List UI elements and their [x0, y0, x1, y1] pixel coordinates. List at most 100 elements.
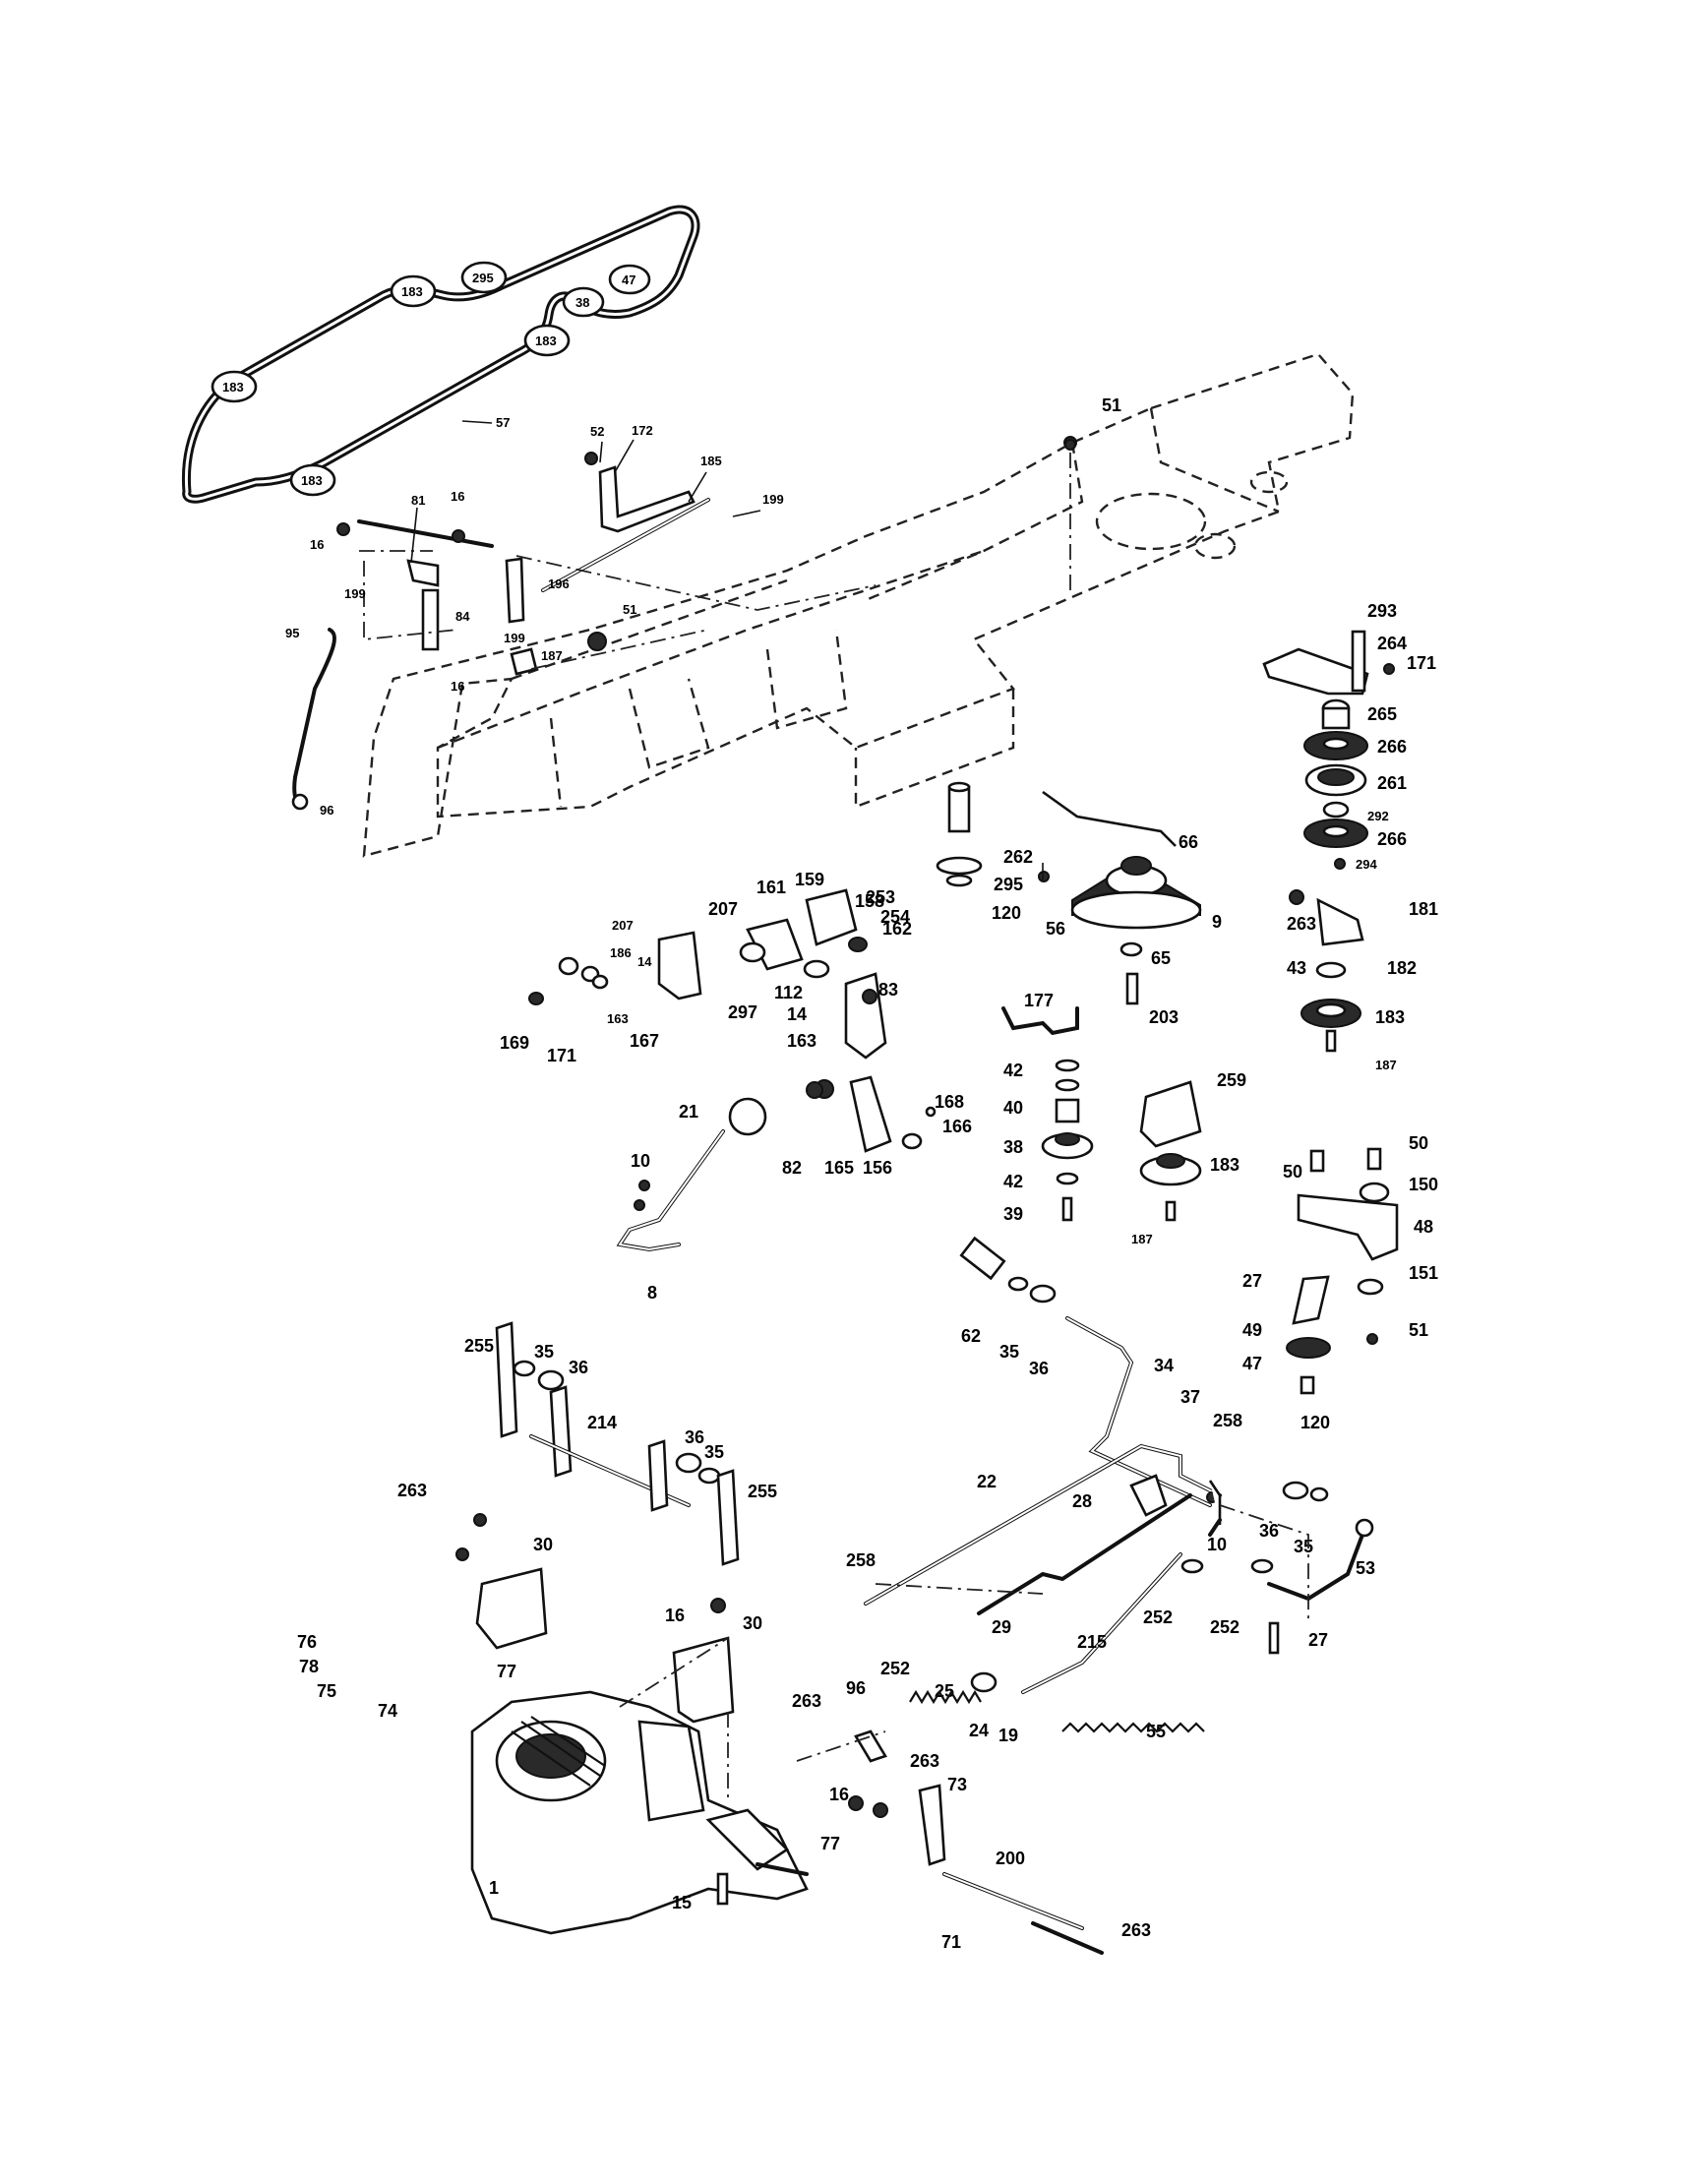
callout-168: 168 [935, 1092, 964, 1112]
callout-258-a: 258 [1213, 1411, 1242, 1430]
callout-186: 186 [610, 945, 632, 960]
callout-263-d: 263 [910, 1751, 939, 1771]
callout-75: 75 [317, 1681, 336, 1701]
svg-text:38: 38 [575, 295, 589, 310]
callout-165: 165 [824, 1158, 854, 1178]
callout-258-b: 258 [846, 1550, 876, 1570]
transaxle [470, 1690, 809, 1935]
callout-95: 95 [285, 626, 299, 640]
callout-150: 150 [1409, 1175, 1438, 1194]
callout-37: 37 [1180, 1387, 1200, 1407]
callout-14-b: 14 [787, 1004, 807, 1024]
callout-255-a: 255 [464, 1336, 494, 1356]
callout-252-a: 252 [1143, 1608, 1173, 1627]
callout-120-b: 120 [1300, 1413, 1330, 1432]
svg-text:183: 183 [301, 473, 323, 488]
callout-297: 297 [728, 1002, 757, 1022]
callout-16-d: 16 [665, 1606, 685, 1625]
callout-263-b: 263 [397, 1481, 427, 1500]
callout-183-e: 183 [1375, 1007, 1405, 1027]
callout-203: 203 [1149, 1007, 1179, 1027]
belt-pulley-295: 295 [460, 261, 508, 294]
callout-82: 82 [782, 1158, 802, 1178]
tractor-frame [362, 352, 1355, 858]
shift-linkage [291, 436, 1077, 811]
callout-36-b: 36 [569, 1358, 588, 1377]
callout-34: 34 [1154, 1356, 1174, 1375]
callout-112: 112 [774, 983, 803, 1002]
belt-pulley-183-bottom: 183 [289, 463, 336, 497]
callout-292: 292 [1367, 809, 1389, 823]
callout-200: 200 [996, 1849, 1025, 1868]
callout-255-b: 255 [748, 1482, 777, 1501]
callout-259: 259 [1217, 1070, 1246, 1090]
callout-263-c: 263 [792, 1691, 821, 1711]
callout-295: 295 [994, 875, 1023, 894]
callout-262: 262 [1003, 847, 1033, 867]
callout-29: 29 [992, 1617, 1011, 1637]
control-shafts [864, 1236, 1374, 1694]
callout-163-a: 163 [607, 1011, 629, 1026]
callout-22: 22 [977, 1472, 997, 1491]
callout-74: 74 [378, 1701, 397, 1721]
dashed-links-upper [359, 453, 1071, 670]
callout-50-b: 50 [1409, 1133, 1428, 1153]
callout-52: 52 [590, 424, 604, 439]
callout-10-b: 10 [1207, 1535, 1227, 1554]
idler-stack [1064, 439, 1395, 870]
callout-266-b: 266 [1377, 829, 1407, 849]
callout-252-c: 252 [880, 1659, 910, 1678]
drive-belt [181, 205, 700, 504]
callout-214: 214 [587, 1413, 617, 1432]
belt-pulley-183-mid: 183 [523, 324, 571, 357]
callout-56: 56 [1046, 919, 1065, 939]
callout-49: 49 [1242, 1320, 1262, 1340]
callout-171-b: 171 [547, 1046, 576, 1065]
callout-156: 156 [863, 1158, 892, 1178]
callout-47: 47 [1242, 1354, 1262, 1373]
callout-35-a: 35 [999, 1342, 1019, 1362]
callout-30-a: 30 [533, 1535, 553, 1554]
callout-196: 196 [548, 576, 570, 591]
callout-96-b: 96 [846, 1678, 866, 1698]
svg-text:183: 183 [222, 380, 244, 394]
callout-43: 43 [1287, 958, 1306, 978]
callout-77-a: 77 [497, 1662, 516, 1681]
dashed-links-lower [619, 1504, 1309, 1800]
callout-151: 151 [1409, 1263, 1438, 1283]
callout-294: 294 [1356, 857, 1377, 872]
callout-265: 265 [1367, 704, 1397, 724]
callout-36-a: 36 [1029, 1359, 1049, 1378]
callout-215: 215 [1077, 1632, 1107, 1652]
callout-266-a: 266 [1377, 737, 1407, 757]
callout-167: 167 [630, 1031, 659, 1051]
center-pulley-group [936, 781, 1364, 1053]
callout-253: 253 [866, 887, 895, 907]
callout-35-c: 35 [704, 1442, 724, 1462]
belt-pulley-38: 38 [562, 286, 605, 318]
callout-27-b: 27 [1308, 1630, 1328, 1650]
belt-pulley-183-left: 183 [211, 370, 258, 403]
brake-lever [616, 1075, 937, 1252]
callout-51-c: 51 [1409, 1320, 1428, 1340]
callout-16-e: 16 [829, 1785, 849, 1804]
callout-177: 177 [1024, 991, 1054, 1010]
callout-65: 65 [1151, 948, 1171, 968]
callout-252-b: 252 [1210, 1617, 1240, 1637]
callout-261: 261 [1377, 773, 1407, 793]
callout-14-a: 14 [637, 954, 652, 969]
callout-84: 84 [455, 609, 470, 624]
belt-pulley-183-top: 183 [390, 274, 437, 308]
callout-21: 21 [679, 1102, 698, 1122]
callout-51-b: 51 [1102, 395, 1121, 415]
callout-187-b: 187 [1375, 1058, 1397, 1072]
callout-76: 76 [297, 1632, 317, 1652]
callout-169: 169 [500, 1033, 529, 1053]
callout-27-a: 27 [1242, 1271, 1262, 1291]
svg-text:295: 295 [472, 271, 494, 285]
belt-pulley-47: 47 [608, 264, 651, 295]
callout-166: 166 [942, 1117, 972, 1136]
callout-96-a: 96 [320, 803, 333, 818]
callout-263-a: 263 [1287, 914, 1316, 934]
